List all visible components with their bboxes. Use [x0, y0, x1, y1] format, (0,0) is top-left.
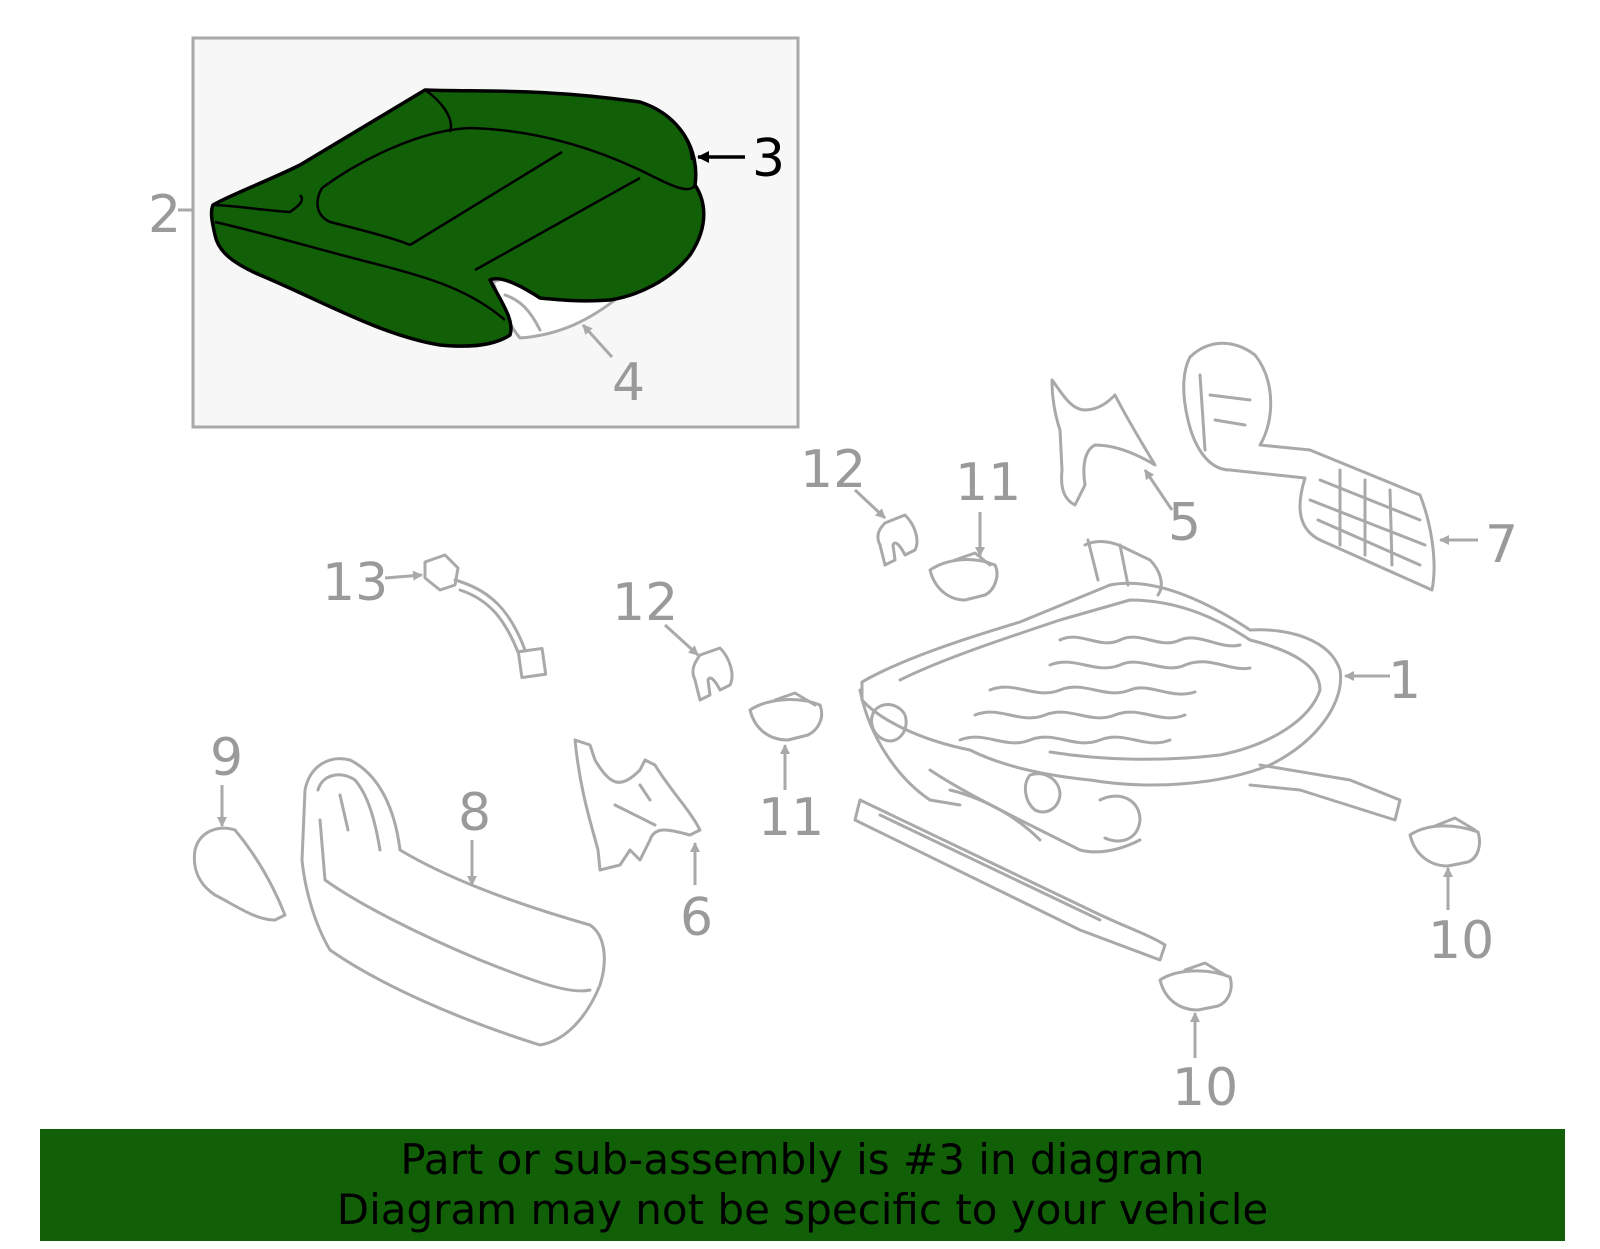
svg-text:10: 10	[1172, 1058, 1238, 1118]
svg-text:13: 13	[322, 553, 388, 613]
part-13-harness[interactable]	[423, 553, 548, 680]
banner-line-1: Part or sub-assembly is #3 in diagram	[400, 1135, 1205, 1184]
svg-text:11: 11	[955, 453, 1021, 513]
svg-text:12: 12	[612, 573, 678, 633]
svg-text:11: 11	[758, 788, 824, 848]
callout-6: 6	[680, 842, 713, 948]
part-3-seat-cover[interactable]	[209, 88, 706, 348]
callout-7: 7	[1439, 515, 1518, 575]
svg-text:10: 10	[1428, 911, 1494, 971]
svg-text:6: 6	[680, 888, 713, 948]
part-8-side-shield[interactable]	[300, 757, 606, 1047]
callout-13: 13	[322, 553, 423, 613]
part-10-cap-bottom[interactable]	[1158, 961, 1233, 1012]
callout-10a: 10	[1428, 867, 1494, 971]
part-10-cap-right[interactable]	[1408, 816, 1482, 868]
callout-11b: 11	[758, 744, 824, 848]
part-11-cap-lower[interactable]	[748, 691, 824, 742]
svg-text:9: 9	[210, 728, 243, 788]
part-9-knob[interactable]	[192, 826, 287, 922]
info-banner: Part or sub-assembly is #3 in diagram Di…	[40, 1129, 1565, 1241]
part-5-bracket[interactable]	[1050, 378, 1157, 507]
callout-9: 9	[210, 728, 243, 827]
svg-text:2: 2	[148, 185, 181, 245]
callout-2: 2	[148, 185, 193, 245]
svg-text:7: 7	[1485, 515, 1518, 575]
callout-3: 3	[697, 129, 785, 189]
svg-text:5: 5	[1168, 493, 1201, 553]
callout-1: 1	[1344, 651, 1421, 711]
callout-8: 8	[458, 783, 491, 886]
part-1-seat-frame[interactable]	[853, 538, 1402, 962]
callout-5: 5	[1143, 469, 1201, 553]
part-7-back-panel[interactable]	[1182, 341, 1436, 592]
callout-10b: 10	[1172, 1012, 1238, 1118]
svg-text:8: 8	[458, 783, 491, 843]
part-11-cap-upper[interactable]	[928, 551, 999, 602]
svg-text:4: 4	[612, 353, 645, 413]
callout-4: 4	[581, 323, 645, 413]
banner-line-2: Diagram may not be specific to your vehi…	[336, 1185, 1269, 1234]
svg-text:1: 1	[1388, 651, 1421, 711]
callout-11a: 11	[955, 453, 1021, 557]
callout-12b: 12	[612, 573, 700, 657]
part-12-clip-upper[interactable]	[876, 513, 919, 567]
callout-12a: 12	[800, 440, 887, 520]
svg-text:3: 3	[752, 129, 785, 189]
part-12-clip-lower[interactable]	[691, 646, 734, 702]
part-6-bracket[interactable]	[573, 738, 702, 872]
